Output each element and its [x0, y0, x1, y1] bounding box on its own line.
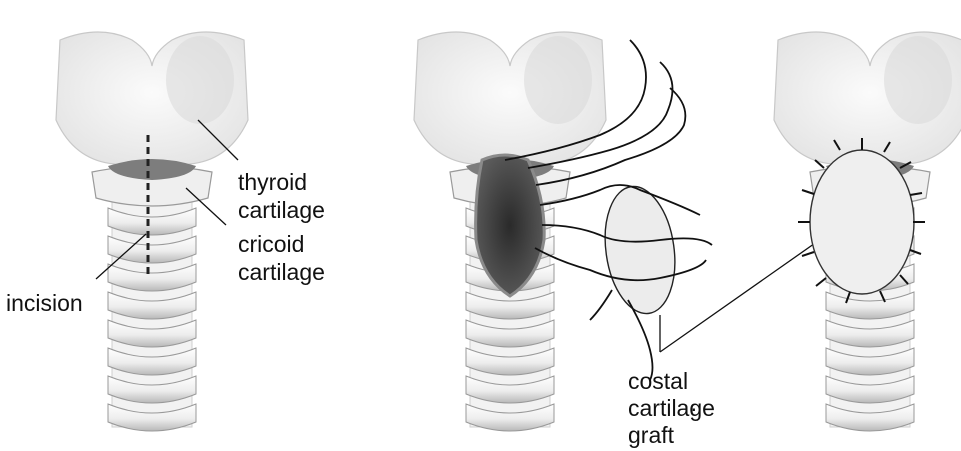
panel-incision-marked: thyroid cartilage cricoid cartilage inci… — [6, 32, 325, 431]
panel-graft-sutured-in-place — [774, 32, 961, 431]
graft-in-place — [810, 150, 914, 294]
graft-label-dot: · — [690, 395, 698, 421]
incision-label: incision — [6, 290, 83, 316]
thyroid-cartilage-label: thyroid cartilage — [238, 169, 325, 223]
costal-cartilage-graft-label: costal cartilage graft — [628, 368, 721, 448]
cricoid-cartilage-label: cricoid cartilage — [238, 231, 325, 285]
